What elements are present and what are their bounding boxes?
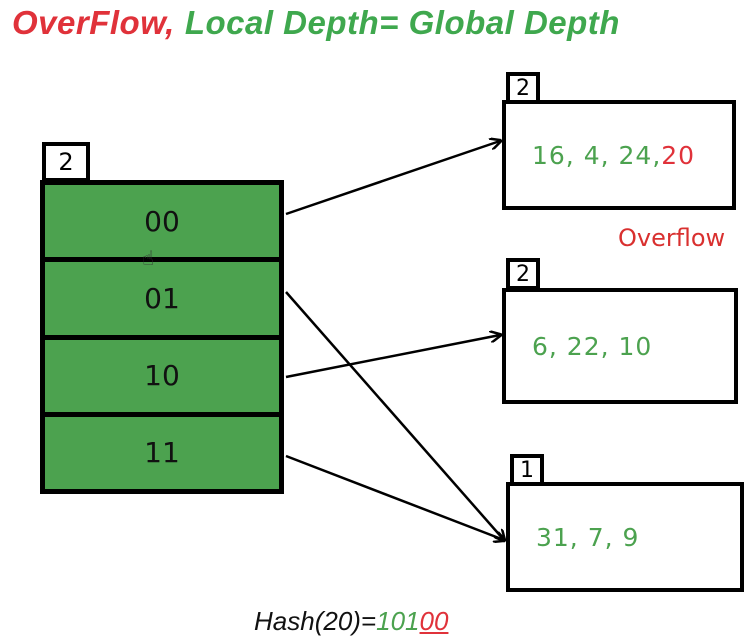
hash-green-bits: 101 [376, 606, 420, 636]
bucket-1-overflow-value: 20 [661, 140, 696, 170]
bucket-2-values: 6, 22, 10 [532, 331, 653, 361]
arrow-11-to-bucket-3 [285, 454, 504, 540]
bucket-3: 31, 7, 9 [506, 482, 744, 592]
arrow-01-to-bucket-3 [285, 291, 504, 540]
hash-label: Hash(20)=10100 [254, 606, 448, 637]
arrow-10-to-bucket-2 [285, 335, 500, 379]
title-overflow: OverFlow, [12, 4, 175, 41]
directory-cell-01: 01 [45, 262, 279, 340]
arrow-00-to-bucket-1 [285, 141, 500, 216]
diagram-title: OverFlow,Local Depth= Global Depth [12, 4, 620, 42]
bucket-1-values: 16, 4, 24, [532, 140, 662, 170]
directory-cell-00: 00 [45, 185, 279, 263]
hand-cursor-icon: ☝ [142, 248, 155, 270]
bucket-1: 16, 4, 24, 20 [502, 100, 736, 210]
bucket-2: 6, 22, 10 [502, 288, 738, 404]
directory-cell-10: 10 [45, 339, 279, 417]
hash-prefix: Hash(20)= [254, 606, 377, 636]
hash-red-bits: 00 [419, 606, 449, 636]
directory-table: 00 01 10 11 [40, 180, 284, 494]
overflow-label: Overflow [618, 224, 726, 252]
bucket-3-values: 31, 7, 9 [536, 522, 640, 552]
title-depth-rule: Local Depth= Global Depth [184, 4, 620, 41]
directory-cell-11: 11 [45, 416, 279, 489]
